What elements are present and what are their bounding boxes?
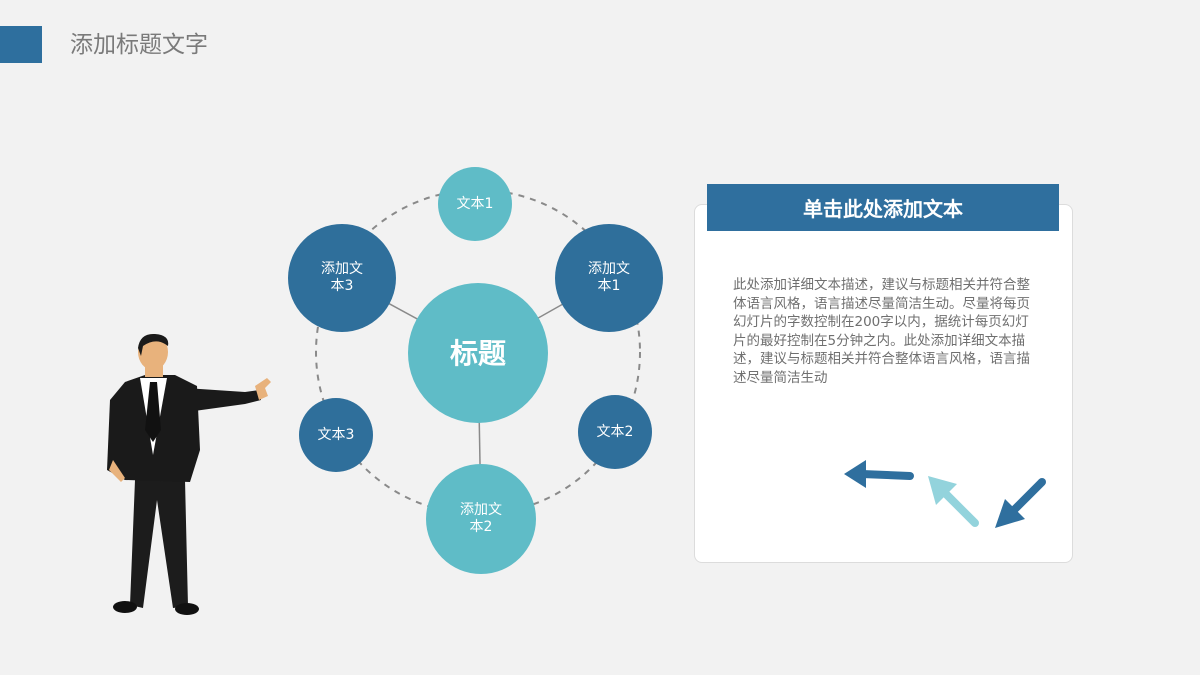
node-add-text-2-line2: 本2 [469,519,493,535]
node-text-3-label: 文本3 [317,426,355,443]
title-accent-block [0,26,42,63]
center-title-node[interactable]: 标题 [408,283,548,423]
card-description[interactable]: 此处添加详细文本描述，建议与标题相关并符合整体语言风格，语言描述尽量简洁生动。尽… [733,277,1030,386]
decorative-arrows [844,460,1046,528]
node-add-text-2[interactable]: 添加文本2 [426,464,536,574]
node-text-1[interactable]: 文本1 [438,167,512,241]
node-add-text-1-line1: 添加文 [588,261,630,277]
node-text-2[interactable]: 文本2 [578,395,652,469]
arrow-up-left-icon [928,476,979,527]
card-title[interactable]: 单击此处添加文本 [707,184,1059,231]
node-text-2-label: 文本2 [596,423,634,440]
info-card [694,204,1073,563]
node-text-1-label: 文本1 [456,195,494,212]
node-add-text-1[interactable]: 添加文本1 [555,224,663,332]
center-title-label: 标题 [449,336,506,370]
arrow-down-left-icon [995,478,1046,528]
arrow-left-icon [844,460,914,488]
businessman-illustration [107,333,271,615]
node-add-text-3-line1: 添加文 [321,261,363,277]
page-title[interactable]: 添加标题文字 [70,32,208,58]
node-text-3[interactable]: 文本3 [299,398,373,472]
node-add-text-1-line2: 本1 [597,278,621,294]
node-add-text-2-line1: 添加文 [460,502,502,518]
node-add-text-3[interactable]: 添加文本3 [288,224,396,332]
node-add-text-3-line2: 本3 [330,278,354,294]
